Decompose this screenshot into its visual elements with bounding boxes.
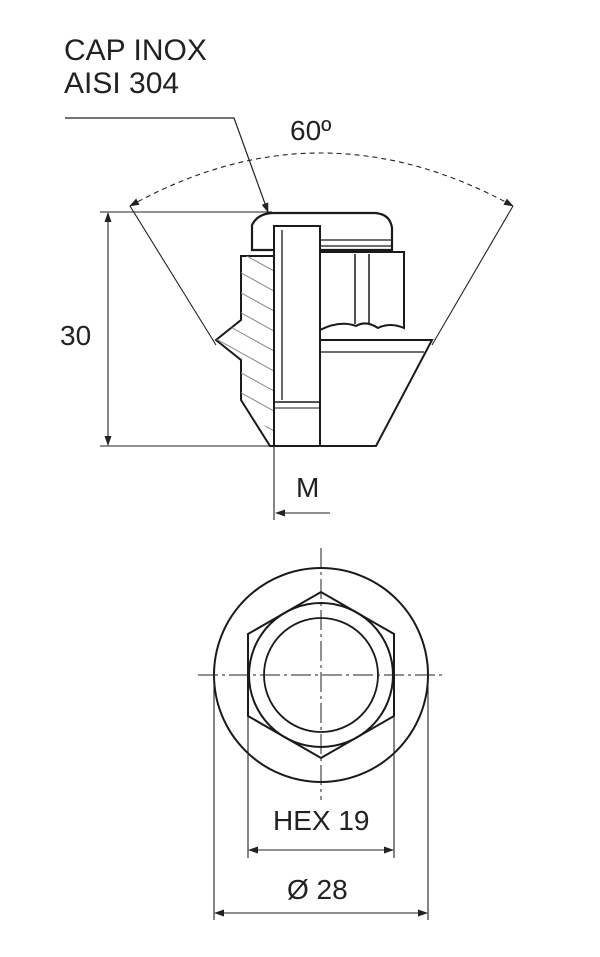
material-leader-line <box>65 117 269 213</box>
hex-label: HEX 19 <box>273 805 370 836</box>
diameter-label: Ø 28 <box>287 874 348 905</box>
thread-bore <box>273 225 321 447</box>
material-label-line2: AISI 304 <box>64 67 179 100</box>
material-label-line1: CAP INOX <box>64 34 207 67</box>
nut-cone-face <box>319 339 434 447</box>
side-view: CAP INOX AISI 304 60º 30 M <box>60 34 514 520</box>
angle-arc <box>129 152 514 207</box>
angle-label: 60º <box>290 115 331 146</box>
angle-line-right <box>431 205 514 346</box>
angle-line-left <box>129 205 217 346</box>
height-label: 30 <box>60 320 91 351</box>
nut-hex-body <box>319 251 405 332</box>
thread-label: M <box>296 472 319 503</box>
top-view: HEX 19 Ø 28 <box>198 548 442 920</box>
section-half <box>214 255 275 447</box>
